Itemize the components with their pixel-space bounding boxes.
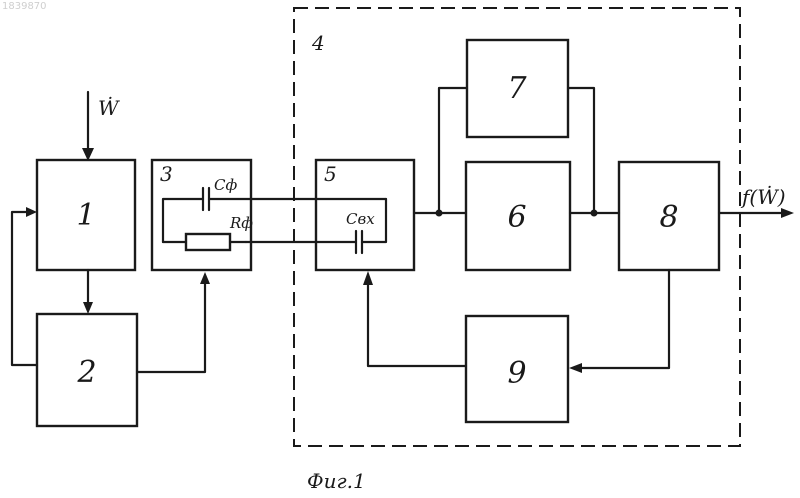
rf-resistor [186,234,230,250]
output-arrowhead [781,208,794,218]
figure-caption: Фиг.1 [307,469,366,493]
dashed-group-label: 4 [311,31,325,55]
input-label: Ẇ [98,96,120,120]
feedback-2-to-1 [12,212,37,365]
wire-7-output [568,88,594,213]
wire-8-to-9 [578,270,669,368]
block-2-label: 2 [76,355,96,390]
block-6-label: 6 [507,200,526,235]
wire-2-to-3 [137,282,205,372]
block-7-label: 7 [507,71,527,106]
arrowhead-2-to-3 [200,272,210,284]
arrowhead-9-to-5 [363,271,373,285]
cvx-label: Cвх [346,210,375,228]
block-9-label: 9 [507,356,526,391]
watermark-text: 1839870 [2,1,47,12]
wire-to-7-input [439,88,467,213]
rf-label: Rф [229,214,253,232]
arrowhead-1-to-2 [83,302,93,314]
output-label: f(Ẇ) [740,185,786,209]
arrowhead-8-to-9 [569,363,582,373]
cf-wire-left [163,199,203,242]
block-5-label: 5 [324,162,337,186]
wire-9-to-5 [368,282,466,366]
block-3-label: 3 [160,162,173,186]
block-8-label: 8 [659,200,678,235]
arrowhead-2-to-1 [26,207,37,217]
block-1-label: 1 [76,198,95,233]
cf-label: Cф [214,176,237,194]
